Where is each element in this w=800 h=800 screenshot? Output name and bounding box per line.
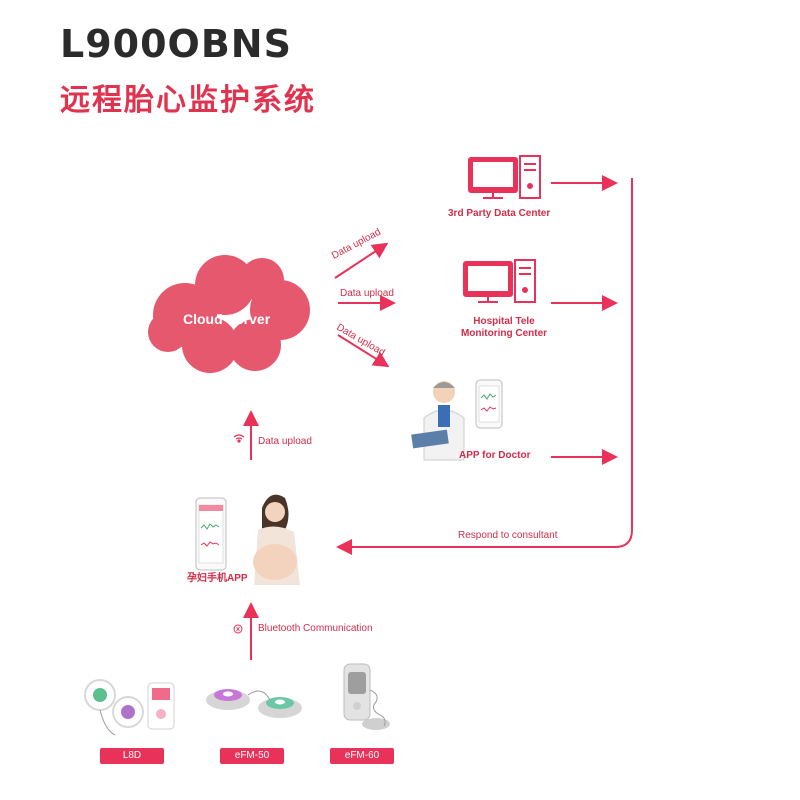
patient-app-label: 孕妇手机APP: [187, 573, 248, 584]
upload-label-vertical: Data upload: [258, 436, 312, 447]
upload-arrow-top: [334, 242, 389, 279]
hospital-label-line1: Hospital Tele: [473, 316, 535, 327]
third-party-label: 3rd Party Data Center: [448, 208, 551, 219]
device-tag-efm50: eFM-50: [220, 748, 284, 764]
hospital-label: Hospital Tele Monitoring Center: [454, 316, 554, 340]
doctor-illustration: [411, 381, 465, 461]
respond-label: Respond to consultant: [458, 530, 558, 541]
computer-icon: [463, 259, 536, 303]
computer-icon: [468, 155, 541, 199]
wifi-icon: [233, 434, 245, 443]
model-title: L900OBNS: [60, 22, 292, 66]
patient-phone-icon: [195, 497, 227, 571]
upload-label-middle: Data upload: [340, 288, 394, 299]
pregnant-woman-illustration: [253, 494, 300, 585]
doctor-app-label: APP for Doctor: [459, 450, 531, 461]
device-efm50-illustration: [206, 689, 302, 718]
system-subtitle: 远程胎心监护系统: [60, 83, 316, 118]
cloud-server-shape: [148, 255, 310, 373]
bluetooth-icon: [233, 624, 243, 634]
doctor-phone-icon: [475, 379, 503, 429]
device-tag-l8d: L8D: [100, 748, 164, 764]
device-efm60-illustration: [343, 663, 390, 730]
device-l8d-illustration: [84, 679, 175, 736]
response-path: [336, 178, 633, 555]
hospital-label-line2: Monitoring Center: [460, 328, 548, 339]
cloud-server-label: Cloud Server: [183, 311, 271, 327]
bluetooth-label: Bluetooth Communication: [258, 623, 373, 634]
device-tag-efm60: eFM-60: [330, 748, 394, 764]
upload-arrow-bottom: [337, 334, 390, 368]
